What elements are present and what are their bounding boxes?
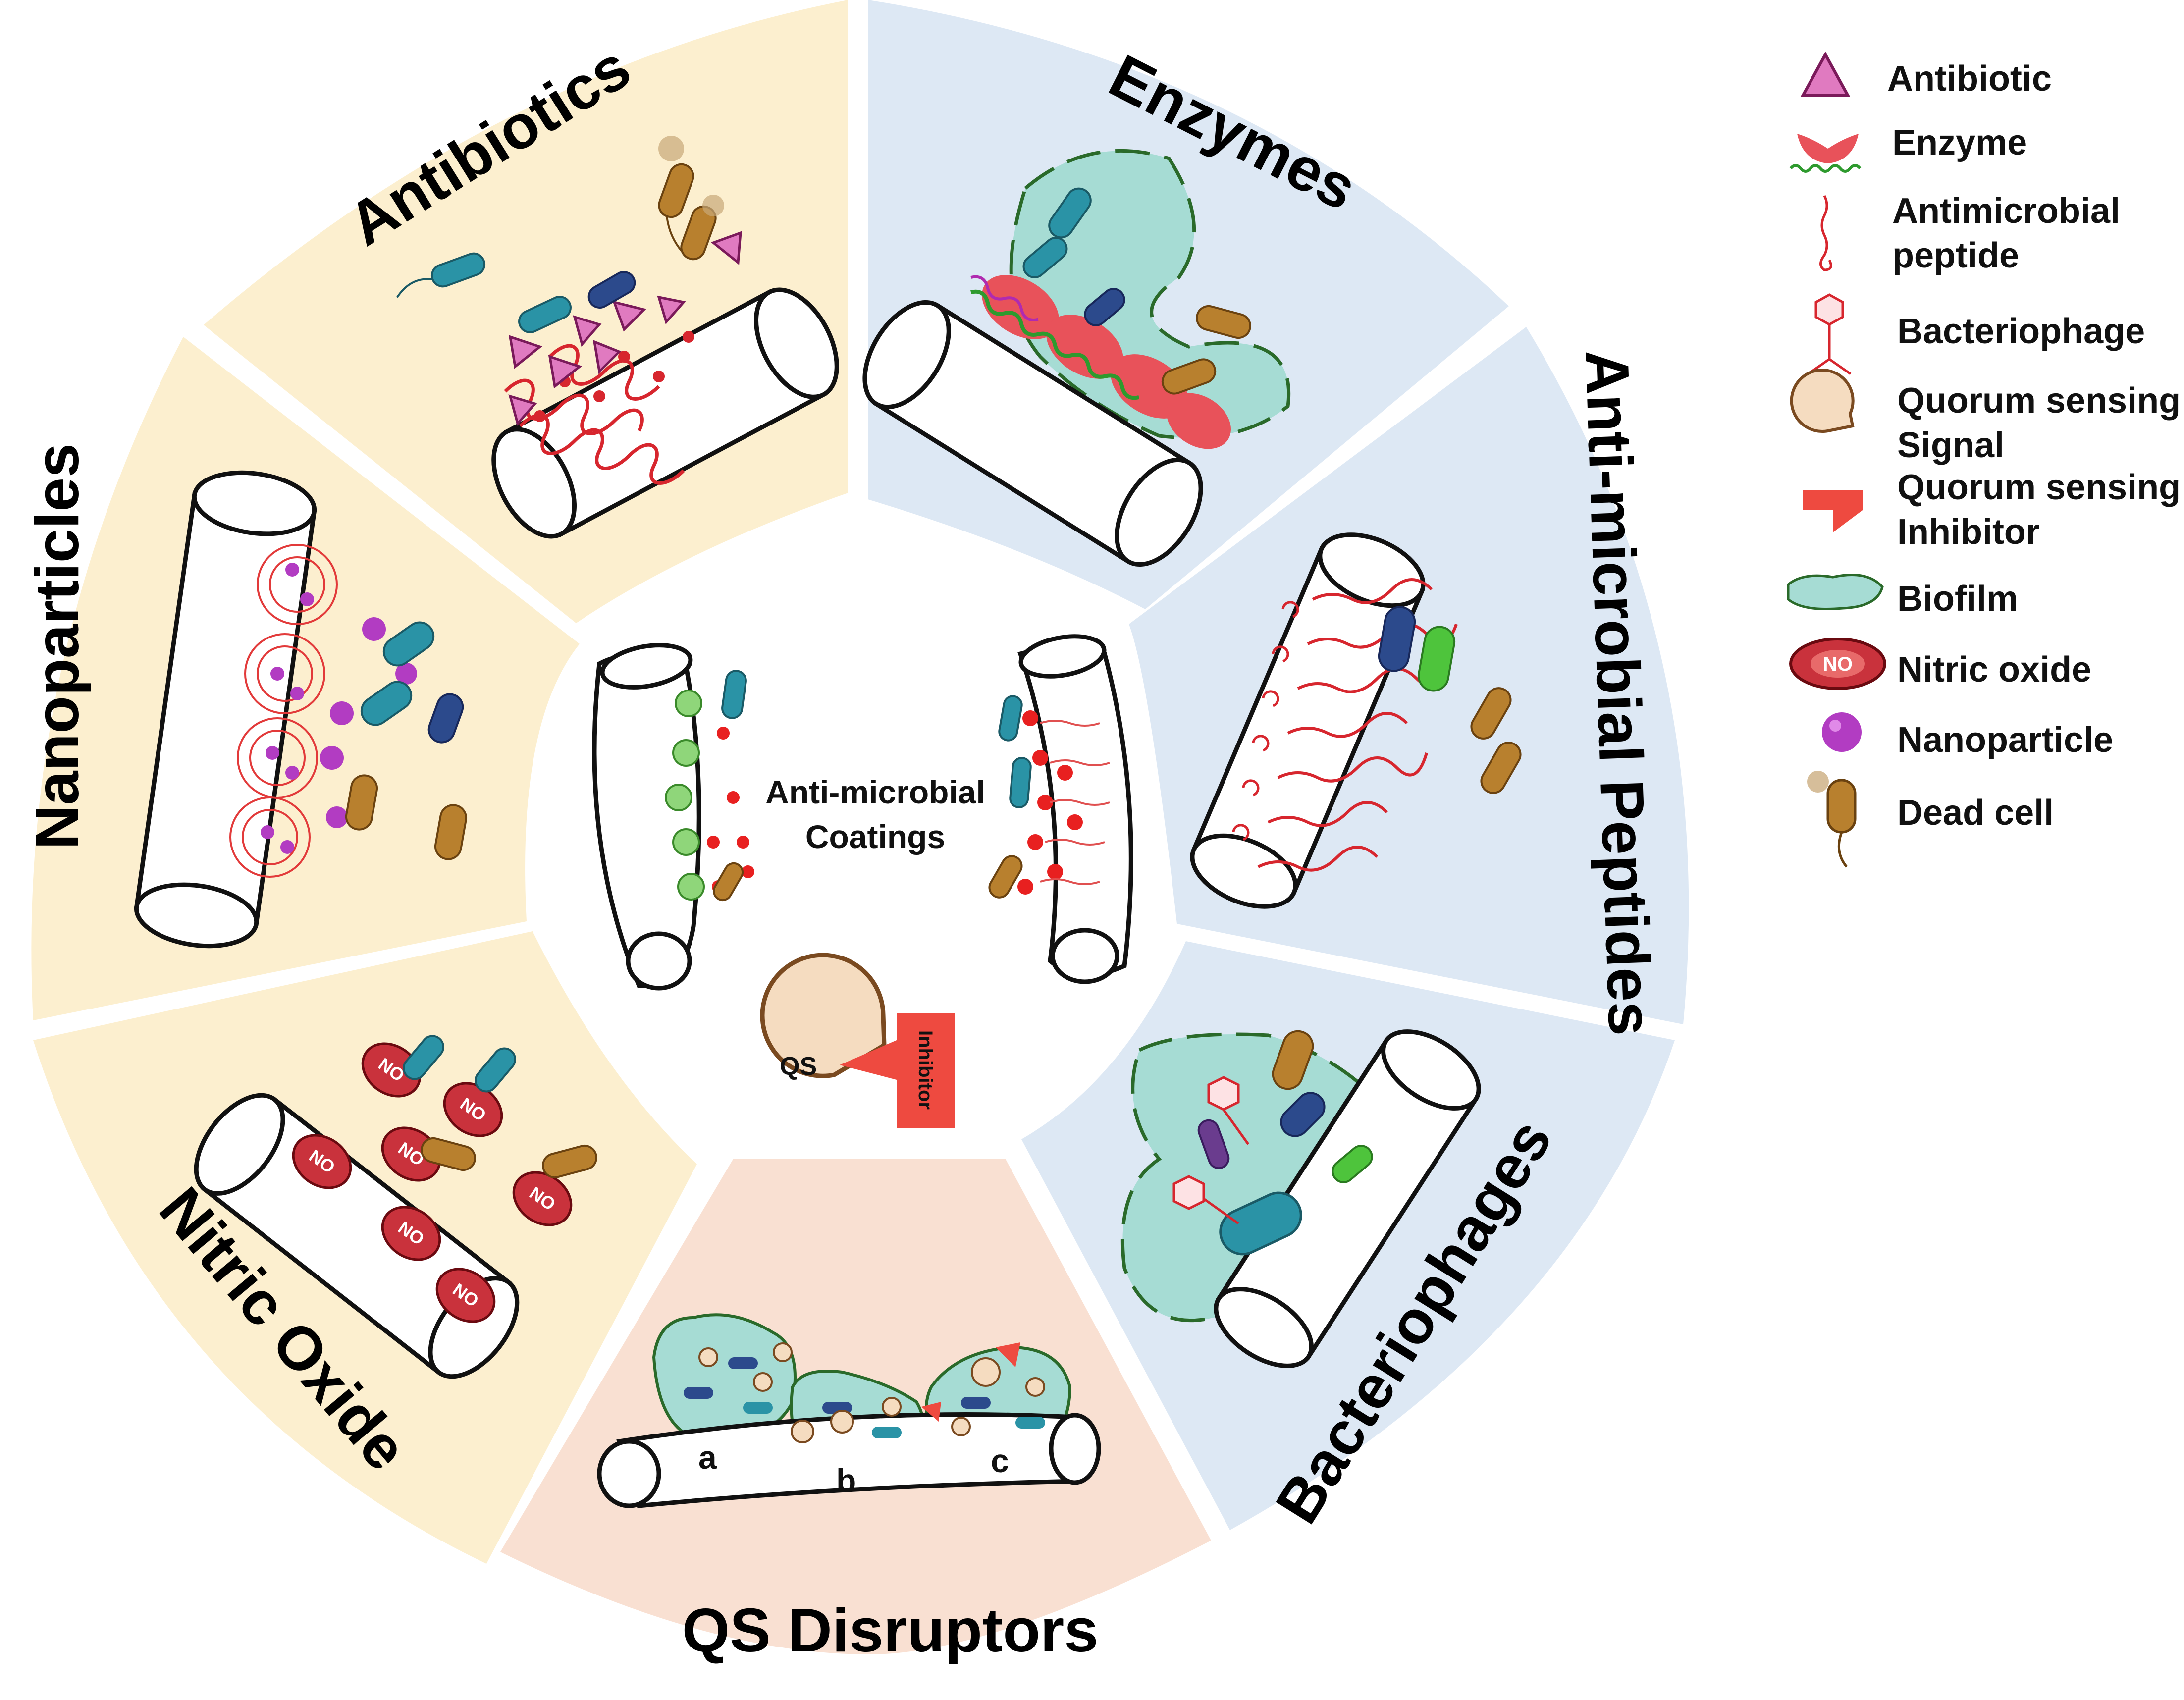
legend-item-peptide: Antimicrobial peptide (1819, 191, 2120, 275)
title-nanoparticles: Nanoparticles (23, 443, 92, 850)
center-right-red-dots (1017, 710, 1083, 895)
qs-illustration: a b c (597, 1313, 1101, 1508)
nitric-oxide-icon: NO (1789, 638, 1886, 690)
svg-text:Inhibitor: Inhibitor (1897, 512, 2040, 552)
svg-text:NO: NO (1823, 653, 1853, 675)
qs-inhibitor-icon (1803, 490, 1863, 532)
nanoparticle-clusters (229, 544, 338, 878)
svg-text:Antibiotic: Antibiotic (1887, 59, 2052, 99)
center-left-red-dots (707, 727, 754, 893)
qs-inhibitor-marker (996, 1342, 1020, 1367)
phage-particles (1172, 1076, 1250, 1225)
center-title-line2: Coatings (805, 818, 945, 855)
legend-item-enzyme: Enzyme (1789, 123, 2027, 173)
qs-signal-icon (1790, 369, 1855, 433)
nitric-illustration: NO NO NO NO NO NO NO (194, 1035, 597, 1379)
qs-signals (698, 1342, 1045, 1443)
nanoparticle-icon (1822, 712, 1862, 752)
bacteriophage-icon (1807, 293, 1852, 375)
center-illustration: Anti-microbial Coatings QS Inhibitor (592, 634, 1133, 1128)
peptides-illustration (1190, 532, 1522, 909)
peptide-icon (1819, 195, 1832, 271)
biofilm-icon (1787, 574, 1884, 610)
bacteria-nano (345, 621, 468, 860)
legend-item-qs-signal: Quorum sensing Signal (1790, 369, 2181, 465)
antibiotic-triangles (508, 231, 742, 426)
qs-label-c: c (991, 1442, 1009, 1479)
enzyme-icon (1789, 134, 1862, 173)
legend-item-nanoparticle: Nanoparticle (1822, 712, 2113, 760)
peptide-spirals (1232, 601, 1299, 841)
title-qs: QS Disruptors (682, 1596, 1099, 1665)
svg-text:Nitric oxide: Nitric oxide (1897, 650, 2091, 690)
antibiotic-coil-polymer (504, 344, 685, 485)
qs-label-a: a (698, 1439, 717, 1476)
legend-item-dead-cell: Dead cell (1807, 771, 2054, 868)
center-title-line1: Anti-microbial (765, 774, 985, 810)
bacteria-peptides (1378, 606, 1522, 794)
svg-text:Signal: Signal (1897, 425, 2004, 465)
bacteria-enzymes (1022, 187, 1251, 395)
bacteria-nitric (403, 1035, 597, 1179)
svg-text:Bacteriophage: Bacteriophage (1897, 312, 2145, 351)
center-qs-inhibitor-icon (840, 1013, 955, 1128)
svg-text:Nanoparticle: Nanoparticle (1897, 720, 2113, 760)
enzymes-illustration (862, 149, 1291, 567)
dead-cell-icon (1807, 771, 1857, 868)
legend: Antibiotic Enzyme Antimicrobial peptide … (1787, 51, 2181, 868)
center-qs-label: QS (780, 1052, 817, 1081)
qs-bacteria (684, 1357, 1045, 1438)
triangle-icon (1800, 51, 1851, 97)
bacteriophages-illustration (1120, 1029, 1481, 1368)
svg-text:Antimicrobial: Antimicrobial (1892, 191, 2120, 231)
legend-item-nitric-oxide: NO Nitric oxide (1789, 638, 2091, 690)
nanoparticles-illustration (134, 470, 468, 949)
nanoparticle-dots (261, 563, 417, 854)
bacteria-antibiotics (396, 136, 724, 333)
center-qs-signal-icon (760, 953, 887, 1078)
bacteria-phages (1197, 1030, 1373, 1256)
legend-item-antibiotic: Antibiotic (1800, 51, 2052, 99)
center-left-spheres (665, 690, 705, 901)
center-inhibitor-label: Inhibitor (914, 1030, 936, 1110)
svg-text:Biofilm: Biofilm (1897, 579, 2018, 619)
nitric-oxide-badges: NO NO NO NO NO NO NO (292, 1042, 573, 1323)
svg-text:Enzyme: Enzyme (1892, 123, 2027, 162)
svg-text:Dead cell: Dead cell (1897, 793, 2054, 833)
antibiotics-illustration (396, 136, 839, 539)
legend-item-biofilm: Biofilm (1787, 574, 2018, 619)
center-right-peptides (1040, 720, 1110, 885)
legend-item-qs-inhibitor: Quorum sensing Inhibitor (1803, 468, 2181, 552)
svg-text:Quorum sensing: Quorum sensing (1897, 468, 2181, 507)
legend-item-bacteriophage: Bacteriophage (1807, 293, 2145, 375)
qs-label-b: b (836, 1462, 856, 1499)
svg-text:peptide: peptide (1892, 236, 2019, 275)
svg-text:Quorum sensing: Quorum sensing (1897, 381, 2181, 421)
qs-inhibitor-marker (921, 1402, 941, 1422)
